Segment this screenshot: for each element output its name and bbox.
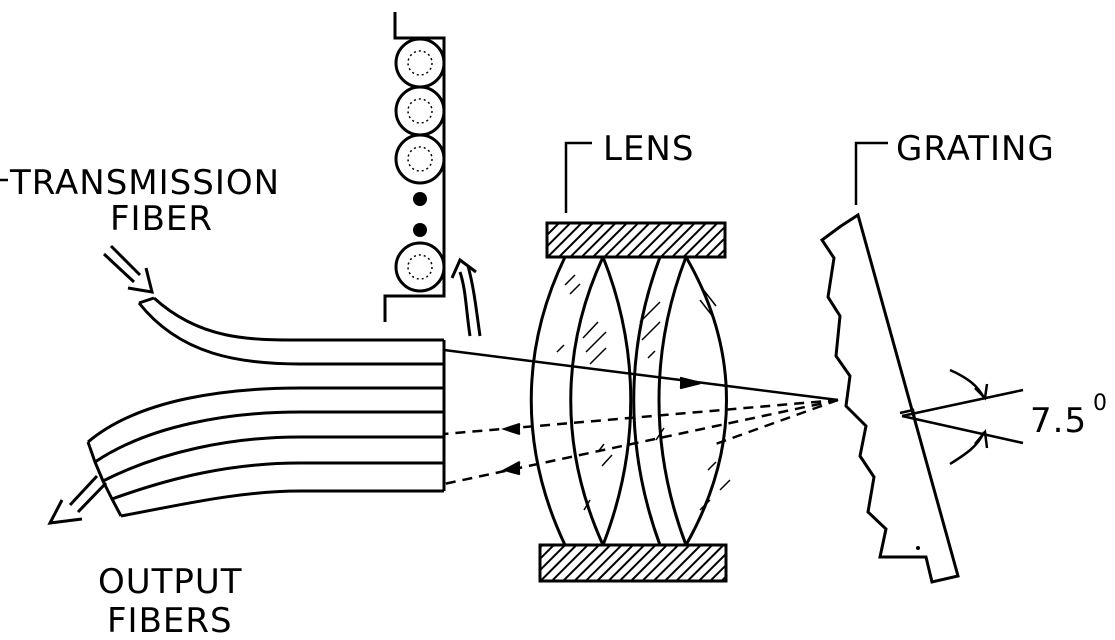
angle-value-label: 7.5 xyxy=(1030,401,1087,441)
grating-label: GRATING xyxy=(896,129,1055,169)
fiber-end-1 xyxy=(394,37,446,89)
transmission-fiber-label-line2: FIBER xyxy=(110,199,213,239)
angle-indicator xyxy=(949,368,989,466)
output-arrow xyxy=(47,474,108,525)
lens-label: LENS xyxy=(603,129,694,169)
angle-unit-superscript: 0 xyxy=(1093,391,1107,416)
output-fibers-label-line1: OUTPUT xyxy=(98,562,243,602)
input-arrow xyxy=(102,244,155,294)
lens-element-2 xyxy=(632,256,662,546)
grating-normal xyxy=(899,388,1024,445)
incident-ray xyxy=(443,348,839,402)
rotation-arrow xyxy=(450,257,482,337)
lens-mount-top xyxy=(545,221,727,259)
fiber-end-3 xyxy=(394,133,446,185)
lens-mount-bottom xyxy=(538,543,728,583)
ellipsis-dot-2 xyxy=(413,223,427,237)
fiber-end-4 xyxy=(394,241,446,293)
transmission-fiber-label-line1: TRANSMISSION xyxy=(9,163,280,203)
lens-leader xyxy=(564,141,592,213)
ellipsis-dot-1 xyxy=(413,192,427,206)
fiber-bundle xyxy=(86,296,446,518)
light-rays xyxy=(443,348,839,486)
lens-element-1 xyxy=(529,256,567,546)
output-fibers-label-line2: FIBERS xyxy=(107,601,233,640)
diffraction-grating xyxy=(819,212,960,584)
grating-leader xyxy=(854,141,888,205)
fiber-end-2 xyxy=(394,85,446,137)
lens-assembly xyxy=(529,221,731,583)
fiber-array-holder xyxy=(383,12,446,322)
